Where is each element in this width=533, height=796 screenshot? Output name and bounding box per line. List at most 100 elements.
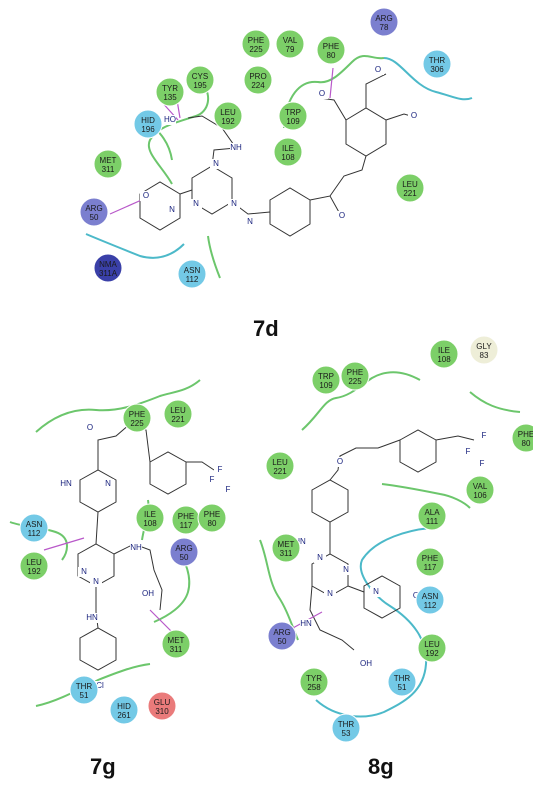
pocket-7g-bottom xyxy=(35,663,151,707)
residue-bubble xyxy=(133,109,163,139)
atom-label-bg xyxy=(84,423,96,433)
residue-number: 108 xyxy=(143,519,157,528)
residue-bubble xyxy=(271,533,301,563)
atom-label-cl: Cl xyxy=(96,681,104,690)
residue-bubble xyxy=(93,253,123,283)
residue-name: MET xyxy=(168,636,185,645)
residue-name: ARG xyxy=(175,544,192,553)
atom-label-n: N xyxy=(81,567,87,576)
residue-bubble xyxy=(340,361,370,391)
residue-name: HID xyxy=(141,116,155,125)
residue-bubble xyxy=(79,197,109,227)
residue-name: PHE xyxy=(323,42,339,51)
residue-number: 51 xyxy=(398,683,407,692)
atom-label-n: N xyxy=(231,199,237,208)
atom-label-f: F xyxy=(466,447,471,456)
atom-label-bg xyxy=(316,89,328,99)
pocket-8g-mid xyxy=(381,483,471,509)
ligand-7g xyxy=(77,423,215,671)
residue-bubble xyxy=(19,513,49,543)
residue-bubble xyxy=(122,403,152,433)
residue-name: THR xyxy=(394,674,411,683)
residue-bubble xyxy=(511,423,533,453)
atom-label-bg xyxy=(94,681,106,691)
residue-name: GLU xyxy=(154,698,171,707)
atom-label-bg xyxy=(340,565,352,575)
residue-number: 106 xyxy=(473,491,487,500)
residue-name: ASN xyxy=(184,266,201,275)
atom-label-f: F xyxy=(226,485,231,494)
residue-bubble xyxy=(369,7,399,37)
residue-name: ARG xyxy=(375,14,392,23)
residue-number: 221 xyxy=(171,415,185,424)
residue-number: 53 xyxy=(342,729,351,738)
atom-label-hn: HN xyxy=(294,537,306,546)
residue-bubble xyxy=(93,149,123,179)
atom-label-o: O xyxy=(339,211,345,220)
residue-bubble xyxy=(429,339,459,369)
ligand-8g xyxy=(309,429,475,651)
residue-name: PHE xyxy=(129,410,145,419)
residue-number: 192 xyxy=(27,567,41,576)
atom-label-n: N xyxy=(105,479,111,488)
pocket-7d-right xyxy=(283,54,385,129)
residue-name: LEU xyxy=(402,180,418,189)
residue-name: PHE xyxy=(347,368,363,377)
hbond-asn112-7g xyxy=(43,537,85,551)
residue-number: 310 xyxy=(155,707,169,716)
residue-number: 112 xyxy=(424,601,437,610)
residue-number: 79 xyxy=(286,45,295,54)
residue-name: ILE xyxy=(144,510,156,519)
atom-label-bg xyxy=(230,143,242,153)
residue-number: 306 xyxy=(430,65,444,74)
residue-number: 51 xyxy=(80,691,89,700)
residue-number: 108 xyxy=(281,153,295,162)
residue-name: LEU xyxy=(220,108,236,117)
residue-name: VAL xyxy=(473,482,488,491)
residue-name: MET xyxy=(100,156,117,165)
residue-name: TRP xyxy=(318,372,334,381)
atom-label-n: N xyxy=(247,217,253,226)
residue-number: 112 xyxy=(186,275,199,284)
atom-label-bg xyxy=(336,211,348,221)
panel-label-8g: 8g xyxy=(368,754,394,779)
residue-bubble xyxy=(469,335,499,365)
residue-bubble xyxy=(278,101,308,131)
atom-label-bg xyxy=(372,65,384,75)
atom-label-bg xyxy=(294,537,306,547)
residue-number: 192 xyxy=(425,649,439,658)
residue-bubble xyxy=(422,49,452,79)
residue-number: 80 xyxy=(327,51,336,60)
atom-label-bg xyxy=(314,553,326,563)
atom-label-bg xyxy=(228,199,240,209)
atom-label-o: O xyxy=(375,65,381,74)
residue-bubble xyxy=(169,537,199,567)
atom-label-n: N xyxy=(327,589,333,598)
residue-name: ALA xyxy=(424,508,440,517)
residue-number: 225 xyxy=(249,45,263,54)
atom-label-bg xyxy=(210,159,222,169)
residue-number: 261 xyxy=(117,711,131,720)
atom-label-bg xyxy=(300,619,312,629)
residue-bubble xyxy=(387,667,417,697)
residue-number: 225 xyxy=(348,377,362,386)
atom-label-n: N xyxy=(317,553,323,562)
residue-name: NMA xyxy=(99,260,117,269)
